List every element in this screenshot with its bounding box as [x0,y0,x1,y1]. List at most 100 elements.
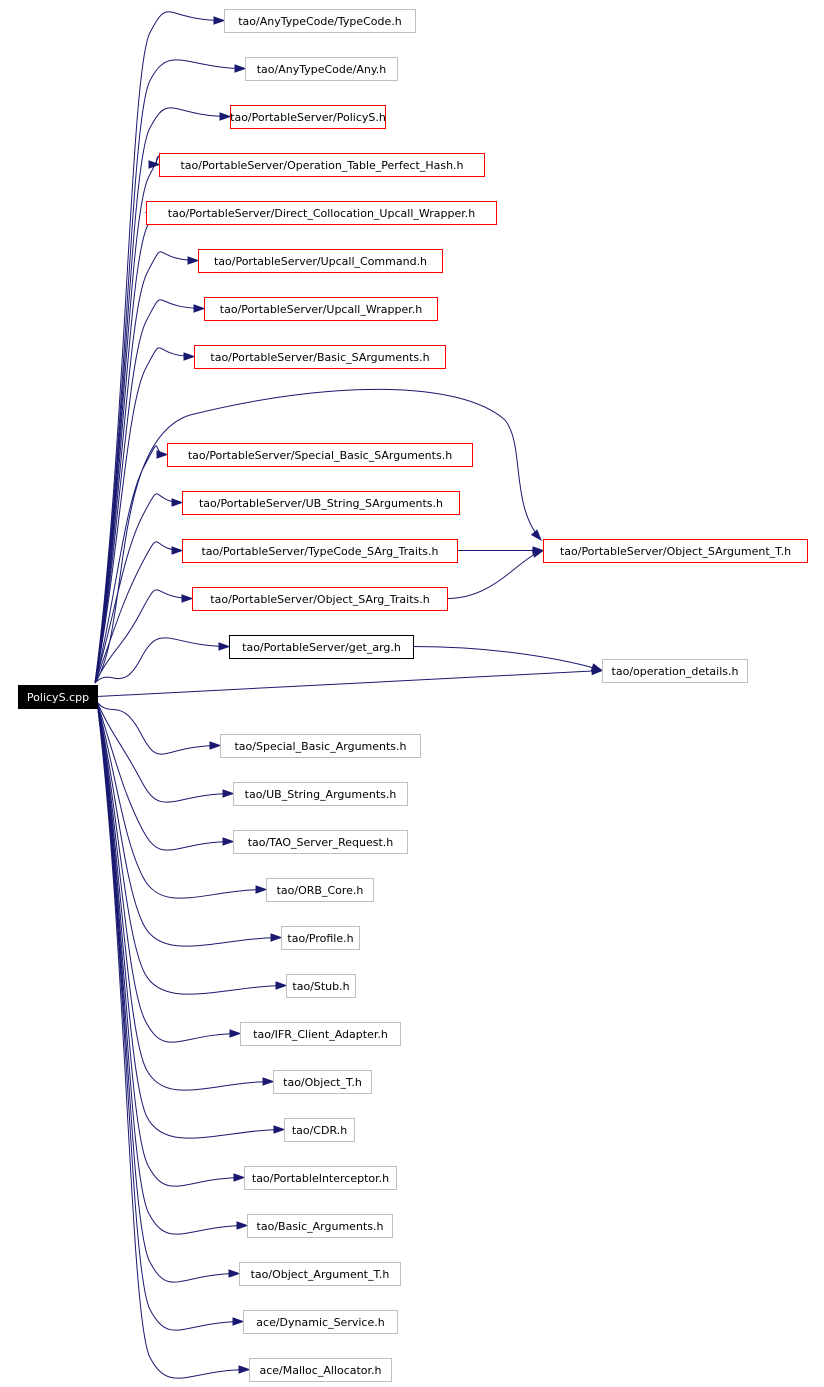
node-label: tao/PortableServer/Object_SArg_Traits.h [210,593,429,606]
node-label: tao/Profile.h [287,932,353,945]
node-label: tao/Stub.h [292,980,349,993]
arrowhead-special_basic_args [209,741,222,750]
node-label: tao/Object_Argument_T.h [251,1268,390,1281]
node-box [281,926,360,950]
edge-policys_cpp-to-dcuw [94,203,158,684]
node-portable_interceptor[interactable]: tao/PortableInterceptor.h [244,1166,397,1190]
node-profile[interactable]: tao/Profile.h [281,926,360,950]
node-object_sargument_t[interactable]: tao/PortableServer/Object_SArgument_T.h [543,539,808,563]
node-box [286,974,356,998]
node-policys_h[interactable]: tao/PortableServer/PolicyS.h [230,105,386,129]
edge-policys_cpp-to-upcall_cmd [94,251,199,684]
edge-policys_cpp-to-dynamic_service [96,701,244,1331]
arrowhead-object_sarg_traits [181,594,194,603]
arrowhead-ifr_client [229,1029,242,1038]
node-label: tao/PortableServer/Operation_Table_Perfe… [180,159,463,172]
root-node-label: PolicyS.cpp [27,691,89,704]
node-malloc_allocator[interactable]: ace/Malloc_Allocator.h [249,1358,392,1382]
arrowhead-dynamic_service [232,1317,245,1326]
node-label: tao/PortableServer/Object_SArgument_T.h [560,545,791,558]
arrowhead-any [234,64,247,73]
node-ub_string_args[interactable]: tao/UB_String_Arguments.h [233,782,408,806]
node-dynamic_service[interactable]: ace/Dynamic_Service.h [243,1310,398,1334]
node-object_sarg_traits[interactable]: tao/PortableServer/Object_SArg_Traits.h [192,587,448,611]
node-box [247,1214,393,1238]
node-label: tao/PortableServer/PolicyS.h [230,111,386,124]
node-label: tao/PortableServer/Upcall_Command.h [214,255,427,268]
node-label: tao/PortableServer/Direct_Collocation_Up… [168,207,475,220]
arrowhead-ub_string_sargs [171,498,184,507]
edge-policys_cpp-to-basic_args [96,701,248,1235]
arrowhead-orb_core [255,885,268,894]
node-box [182,491,460,515]
node-get_arg[interactable]: tao/PortableServer/get_arg.h [229,635,414,659]
edge-policys_cpp-to-object_t [96,701,274,1091]
arrowhead-upcall_cmd [187,256,200,265]
node-box [230,105,386,129]
node-box [233,782,408,806]
arrowhead-object_t [262,1077,275,1086]
arrowhead-basic_args [236,1221,249,1230]
node-label: ace/Malloc_Allocator.h [259,1364,381,1377]
node-label: tao/PortableInterceptor.h [252,1172,389,1185]
root-node-box [18,685,98,709]
node-basic_sargs[interactable]: tao/PortableServer/Basic_SArguments.h [194,345,446,369]
arrowhead-object_argument_t [228,1269,241,1278]
node-server_request[interactable]: tao/TAO_Server_Request.h [233,830,408,854]
node-box [245,57,398,81]
node-object_argument_t[interactable]: tao/Object_Argument_T.h [239,1262,401,1286]
node-box [192,587,448,611]
arrowhead-stub [275,981,288,990]
node-box [244,1166,397,1190]
node-box [229,635,414,659]
edge-policys_cpp-to-ub_string_sargs [94,493,183,684]
arrowhead-policys_h [219,112,232,121]
arrowhead-portable_interceptor [233,1173,246,1182]
arrowhead-operation_details [590,663,604,672]
node-box [159,153,485,177]
nodes-layer: PolicyS.cpp tao/AnyTypeCode/TypeCode.h tao… [18,9,808,1382]
node-any[interactable]: tao/AnyTypeCode/Any.h [245,57,398,81]
node-ub_string_sargs[interactable]: tao/PortableServer/UB_String_SArguments.… [182,491,460,515]
node-upcall_cmd[interactable]: tao/PortableServer/Upcall_Command.h [198,249,443,273]
node-box [233,830,408,854]
arrowhead-special_basic_sargs [156,450,169,459]
arrowhead-upcall_wrap [193,304,206,313]
node-label: tao/AnyTypeCode/Any.h [257,63,387,76]
node-box [273,1070,372,1094]
node-label: tao/TAO_Server_Request.h [248,836,394,849]
node-object_t[interactable]: tao/Object_T.h [273,1070,372,1094]
node-special_basic_sargs[interactable]: tao/PortableServer/Special_Basic_SArgume… [167,443,473,467]
node-cdr[interactable]: tao/CDR.h [284,1118,355,1142]
node-optable[interactable]: tao/PortableServer/Operation_Table_Perfe… [159,153,485,177]
node-box [167,443,473,467]
node-box [220,734,421,758]
node-typecode_sarg_traits[interactable]: tao/PortableServer/TypeCode_SArg_Traits.… [182,539,458,563]
node-label: tao/AnyTypeCode/TypeCode.h [238,15,402,28]
edge-policys_cpp-to-upcall_wrap [94,299,205,684]
arrowhead-object_sargument_t [531,549,545,558]
node-box [543,539,808,563]
edge-policys_cpp-to-orb_core [96,701,267,899]
node-box [249,1358,392,1382]
node-upcall_wrap[interactable]: tao/PortableServer/Upcall_Wrapper.h [204,297,438,321]
node-ifr_client[interactable]: tao/IFR_Client_Adapter.h [240,1022,401,1046]
node-operation_details[interactable]: tao/operation_details.h [602,659,748,683]
node-stub[interactable]: tao/Stub.h [286,974,356,998]
node-orb_core[interactable]: tao/ORB_Core.h [266,878,374,902]
node-box [239,1262,401,1286]
node-label: tao/PortableServer/TypeCode_SArg_Traits.… [201,545,438,558]
node-basic_args[interactable]: tao/Basic_Arguments.h [247,1214,393,1238]
node-typecode[interactable]: tao/AnyTypeCode/TypeCode.h [224,9,416,33]
node-dcuw[interactable]: tao/PortableServer/Direct_Collocation_Up… [146,201,497,225]
edge-policys_cpp-to-server_request [96,701,234,851]
node-label: tao/PortableServer/Basic_SArguments.h [210,351,429,364]
arrowhead-typecode_sarg_traits [171,546,184,555]
arrowhead-typecode [213,16,226,25]
root-node[interactable]: PolicyS.cpp [18,685,98,709]
arrowhead-ub_string_args [222,789,235,798]
node-label: tao/PortableServer/Upcall_Wrapper.h [220,303,422,316]
node-box [198,249,443,273]
edge-policys_cpp-to-basic_sargs [94,347,195,684]
node-special_basic_args[interactable]: tao/Special_Basic_Arguments.h [220,734,421,758]
